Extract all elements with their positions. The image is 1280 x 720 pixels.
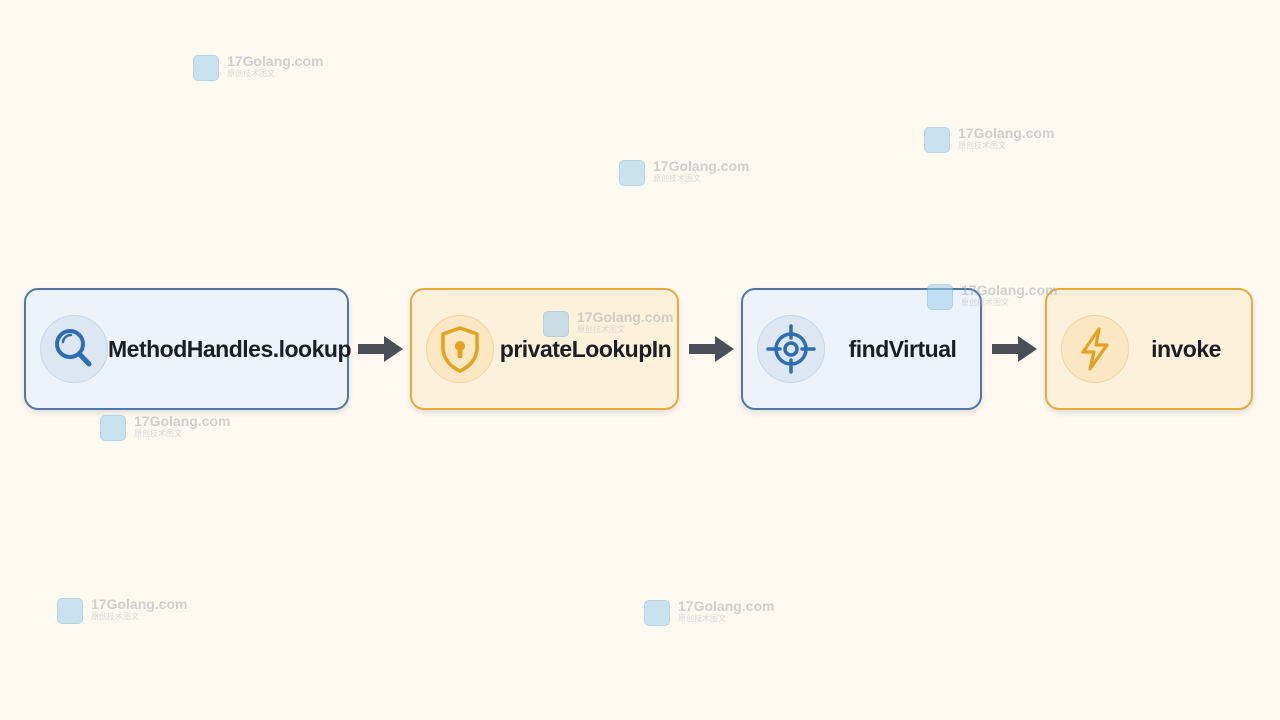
node-methodhandles-lookup: MethodHandles.lookup bbox=[24, 288, 352, 410]
lightning-icon bbox=[1061, 315, 1129, 383]
node-find-virtual: findVirtual bbox=[741, 288, 982, 410]
watermark-icon bbox=[619, 160, 645, 186]
search-icon bbox=[40, 315, 108, 383]
node-label: privateLookupIn bbox=[499, 335, 672, 362]
arrow-right-icon bbox=[358, 336, 403, 362]
watermark-icon bbox=[100, 415, 126, 441]
watermark-icon bbox=[57, 598, 83, 624]
node-label: MethodHandles.lookup bbox=[108, 335, 352, 362]
watermark-icon bbox=[193, 55, 219, 81]
shield-lock-icon bbox=[426, 315, 494, 383]
watermark-icon bbox=[644, 600, 670, 626]
crosshair-icon bbox=[757, 315, 825, 383]
node-label: findVirtual bbox=[848, 335, 957, 362]
watermark-icon bbox=[924, 127, 950, 153]
node-private-lookup-in: privateLookupIn bbox=[410, 288, 679, 410]
arrow-right-icon bbox=[992, 336, 1037, 362]
node-label: invoke bbox=[1151, 335, 1221, 362]
arrow-right-icon bbox=[689, 336, 734, 362]
node-invoke: invoke bbox=[1045, 288, 1253, 410]
